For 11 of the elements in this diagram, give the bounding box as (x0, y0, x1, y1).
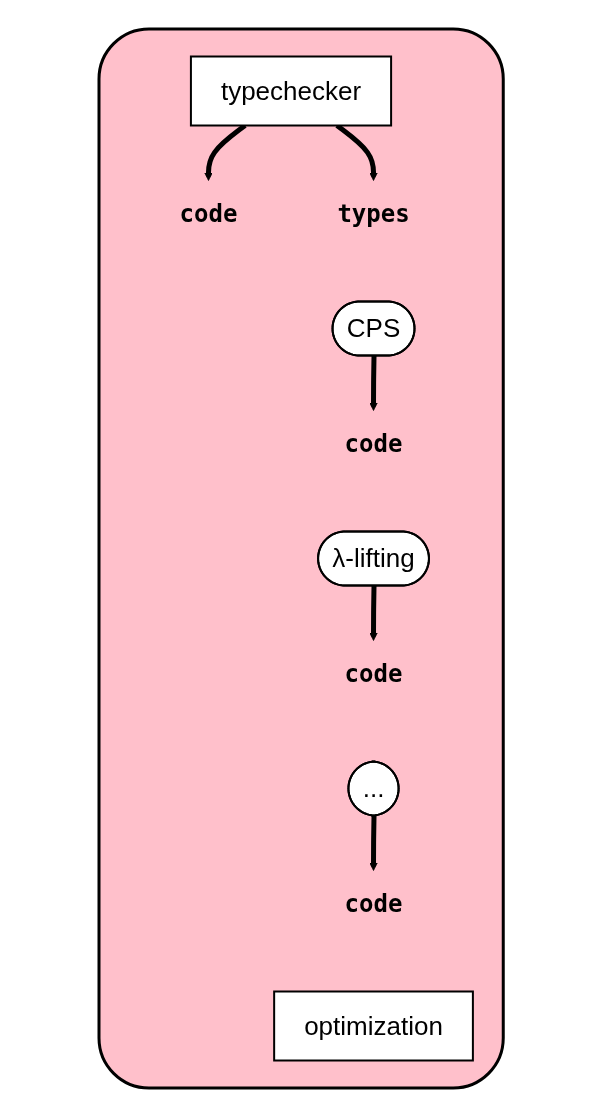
cluster (97, 27, 505, 1090)
node-text: code (344, 429, 403, 458)
node-box: optimization (273, 990, 474, 1062)
node-text: code (179, 199, 238, 228)
arrow (369, 355, 378, 411)
node-text: code (344, 659, 403, 688)
arrow (369, 815, 378, 871)
node-text: code (344, 889, 403, 918)
node-box: typechecker (189, 55, 392, 127)
arrow (369, 585, 378, 641)
node-text: types (337, 199, 410, 228)
